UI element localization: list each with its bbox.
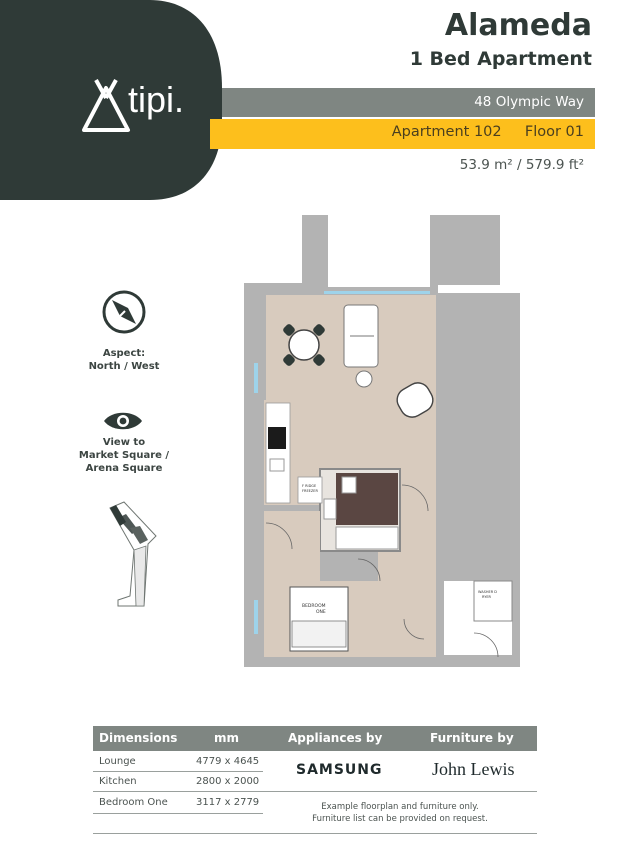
- address-text: 48 Olympic Way: [474, 94, 584, 110]
- view-line: View to: [102, 437, 146, 448]
- eye-icon: [104, 412, 142, 430]
- area-sqm: 53.9 m²: [459, 157, 513, 173]
- kitchen-sink: [269, 458, 285, 472]
- aspect-title: Aspect:: [102, 348, 146, 359]
- kitchen-counter: [265, 402, 291, 504]
- apartment-number: Apartment 102: [391, 124, 502, 140]
- floor-plan: F RIDGE FREEZER BEDROOM ONE WASHER D RYE…: [244, 215, 520, 667]
- fridge-label: FREEZER: [302, 489, 318, 493]
- site-plan-icon: [109, 501, 157, 607]
- store-label: RYER: [482, 595, 492, 599]
- brand-logo-panel: tipi.: [0, 0, 222, 200]
- window: [254, 363, 258, 393]
- address-bar: [222, 88, 595, 117]
- header-mm: mm: [214, 731, 240, 745]
- row-room: Bedroom One: [99, 797, 168, 808]
- compass-icon: [102, 290, 146, 334]
- armchair: [396, 382, 434, 418]
- bathroom-sink: [323, 498, 337, 520]
- header-furniture: Furniture by: [430, 731, 514, 745]
- row-room: Kitchen: [99, 776, 137, 787]
- table-bottom-line: [93, 833, 537, 834]
- view-line: Market Square /: [78, 450, 170, 461]
- bath-tub: [335, 526, 399, 550]
- john-lewis-logo: John Lewis: [432, 759, 515, 779]
- bedroom-label: ONE: [316, 609, 326, 615]
- area-separator: /: [516, 157, 522, 173]
- table-header-bar: [93, 726, 537, 751]
- area-sqft: 579.9 ft²: [525, 157, 584, 173]
- note-line: Example floorplan and furniture only.: [321, 802, 479, 812]
- bedroom-label: BEDROOM: [302, 603, 326, 609]
- page-title: Alameda: [444, 8, 592, 43]
- apartment-floor-line: Apartment 102 Floor 01: [392, 124, 584, 140]
- samsung-logo: SAMSUNG: [296, 762, 383, 778]
- store-wall: [473, 580, 513, 622]
- furniture-note: Example floorplan and furniture only. Fu…: [300, 801, 500, 825]
- page-subtitle: 1 Bed Apartment: [409, 48, 592, 70]
- window: [254, 600, 258, 634]
- row-mm: 3117 x 2779: [196, 797, 260, 808]
- row-mm: 2800 x 2000: [196, 776, 260, 787]
- dining-table: [288, 329, 320, 361]
- toilet: [341, 476, 357, 494]
- row-divider: [93, 791, 537, 792]
- area-line: 53.9 m² / 579.9 ft²: [460, 157, 584, 173]
- door-swings: [265, 484, 499, 658]
- aspect-value: North / West: [88, 361, 160, 372]
- apartment-bar: [210, 119, 595, 149]
- row-divider: [93, 771, 263, 772]
- lower-hall-floor: [380, 555, 436, 657]
- header-dimensions: Dimensions: [99, 731, 178, 745]
- side-table: [355, 370, 373, 388]
- hob: [268, 427, 286, 449]
- fridge-freezer: [297, 476, 323, 504]
- row-room: Lounge: [99, 756, 136, 767]
- row-mm: 4779 x 4645: [196, 756, 260, 767]
- view-block: View to Market Square / Arena Square: [59, 436, 189, 475]
- store-label: WASHER D: [478, 590, 497, 594]
- window: [324, 291, 430, 294]
- floor-number: Floor 01: [524, 124, 584, 140]
- tipi-logo-icon: [82, 79, 130, 132]
- fridge-label: F RIDGE: [302, 484, 316, 488]
- aspect-block: Aspect: North / West: [59, 347, 189, 373]
- dining-chairs: [283, 324, 325, 366]
- brand-name: tipi.: [128, 79, 184, 120]
- view-line: Arena Square: [85, 463, 163, 474]
- note-line: Furniture list can be provided on reques…: [312, 814, 488, 824]
- header-appliances: Appliances by: [288, 731, 383, 745]
- row-divider: [93, 813, 263, 814]
